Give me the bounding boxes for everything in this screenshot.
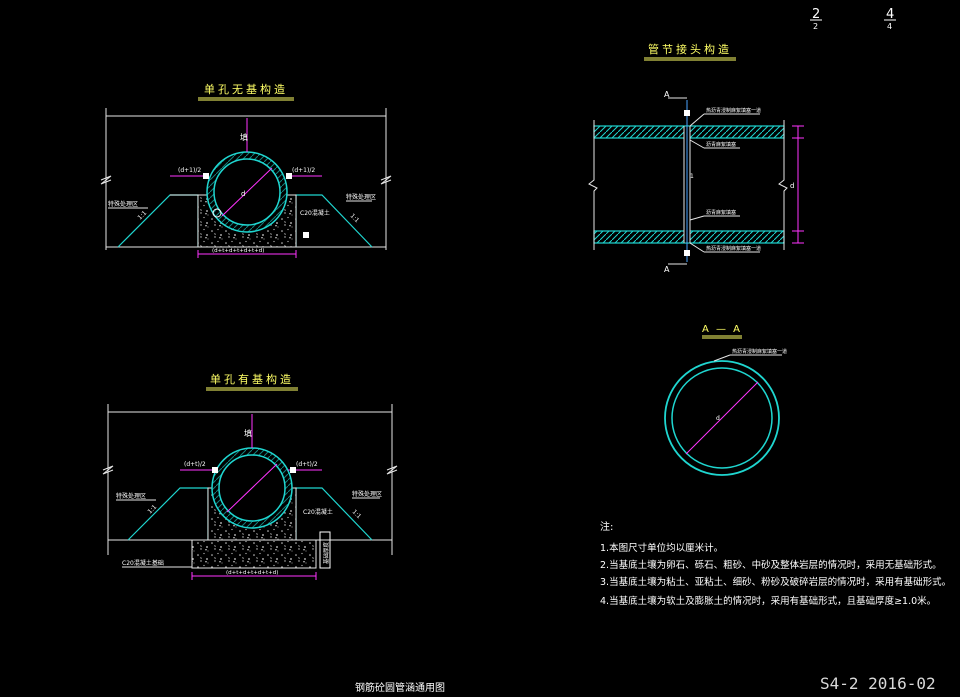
with-base-concrete: C20混凝土 xyxy=(303,508,333,516)
with-base-slope-left: 1:1 xyxy=(146,504,158,516)
joint-section-bottom: A xyxy=(664,265,670,274)
page-current-sub: 2 xyxy=(813,22,818,31)
note-item-4: 4.当基底土壤为软土及膨胀土的情况时，采用有基础形式，且基础厚度≥1.0米。 xyxy=(600,595,936,607)
with-base-left-zone: 特殊处理区 xyxy=(116,492,146,500)
joint-note-bottom: 热沥青浸制麻絮填塞一道 xyxy=(706,245,761,252)
page-total: 4 xyxy=(886,7,894,22)
view-joint: 管节接头构造 A A 热沥青浸制麻絮填塞一道 沥青麻絮填塞 沥青麻絮填塞 xyxy=(588,42,804,274)
joint-dim-d: d xyxy=(790,182,794,190)
with-base-dim-left: (d+t)/2 xyxy=(184,461,206,468)
section-dim-d: d xyxy=(716,415,720,422)
with-base-dim-right: (d+t)/2 xyxy=(296,461,318,468)
with-base-base-label: C20混凝土基础 xyxy=(122,559,164,567)
view-joint-title: 管节接头构造 xyxy=(648,42,732,56)
note-item-3: 3.当基底土壤为粘土、亚粘土、细砂、粉砂及破碎岩层的情况时，采用有基础形式。 xyxy=(600,576,951,588)
with-base-fill-mark: 填 xyxy=(244,428,252,438)
view-section: A — A d 热沥青浸制麻絮填塞一道 xyxy=(664,324,787,476)
notes-heading: 注: xyxy=(600,520,613,533)
view-with-base-title: 单孔有基构造 xyxy=(210,372,294,386)
no-base-dim-bottom: (d+t+d+t+d+t+d) xyxy=(212,248,264,254)
view-no-base-title: 单孔无基构造 xyxy=(204,82,288,96)
note-item-2: 2.当基底土壤为卵石、砾石、粗砂、中砂及整体岩层的情况时，采用无基础形式。 xyxy=(600,559,942,571)
page-current: 2 xyxy=(812,7,820,22)
no-base-dim-left: (d+1)/2 xyxy=(178,167,201,174)
with-base-dim-height: 基础厚度 xyxy=(322,541,330,564)
joint-note-mid-bottom: 沥青麻絮填塞 xyxy=(706,209,736,216)
joint-section-top: A xyxy=(664,90,670,99)
page-number: 2 2 4 4 xyxy=(810,7,896,31)
with-base-dim-bottom: (d+t+d+t+d+t+d) xyxy=(226,570,278,576)
view-section-title: A — A xyxy=(702,324,742,335)
joint-center-mark: 1 xyxy=(690,173,694,180)
joint-note-top: 热沥青浸制麻絮填塞一道 xyxy=(706,107,761,114)
view-no-base: 单孔无基构造 d 填 (d+1)/2 (d+1)/2 特殊处理区 xyxy=(100,82,392,258)
drawing-title: 钢筋砼圆管涵通用图 xyxy=(355,681,445,694)
section-note: 热沥青浸制麻絮填塞一道 xyxy=(732,348,787,355)
joint-note-mid-top: 沥青麻絮填塞 xyxy=(706,141,736,148)
view-with-base: 单孔有基构造 填 (d+t)/2 (d+t)/2 特殊处理区 特殊处理区 C20… xyxy=(102,372,398,580)
notes-block: 注: 1.本图尺寸单位均以厘米计。 2.当基底土壤为卵石、砾石、粗砂、中砂及整体… xyxy=(600,520,951,607)
no-base-concrete: C20混凝土 xyxy=(300,209,330,217)
note-item-1: 1.本图尺寸单位均以厘米计。 xyxy=(600,542,723,554)
no-base-slope-left: 1:1 xyxy=(136,210,148,222)
no-base-dim-right: (d+1)/2 xyxy=(292,167,315,174)
drawing-number: S4-2 2016-02 xyxy=(820,674,936,693)
page-total-sub: 4 xyxy=(887,22,892,31)
no-base-d: d xyxy=(241,190,245,198)
no-base-left-zone: 特殊处理区 xyxy=(108,200,138,208)
no-base-slope-right: 1:1 xyxy=(349,212,361,224)
no-base-fill-mark: 填 xyxy=(240,132,248,142)
no-base-right-zone: 特殊处理区 xyxy=(346,193,376,201)
with-base-right-zone: 特殊处理区 xyxy=(352,490,382,498)
with-base-slope-right: 1:1 xyxy=(351,508,363,520)
